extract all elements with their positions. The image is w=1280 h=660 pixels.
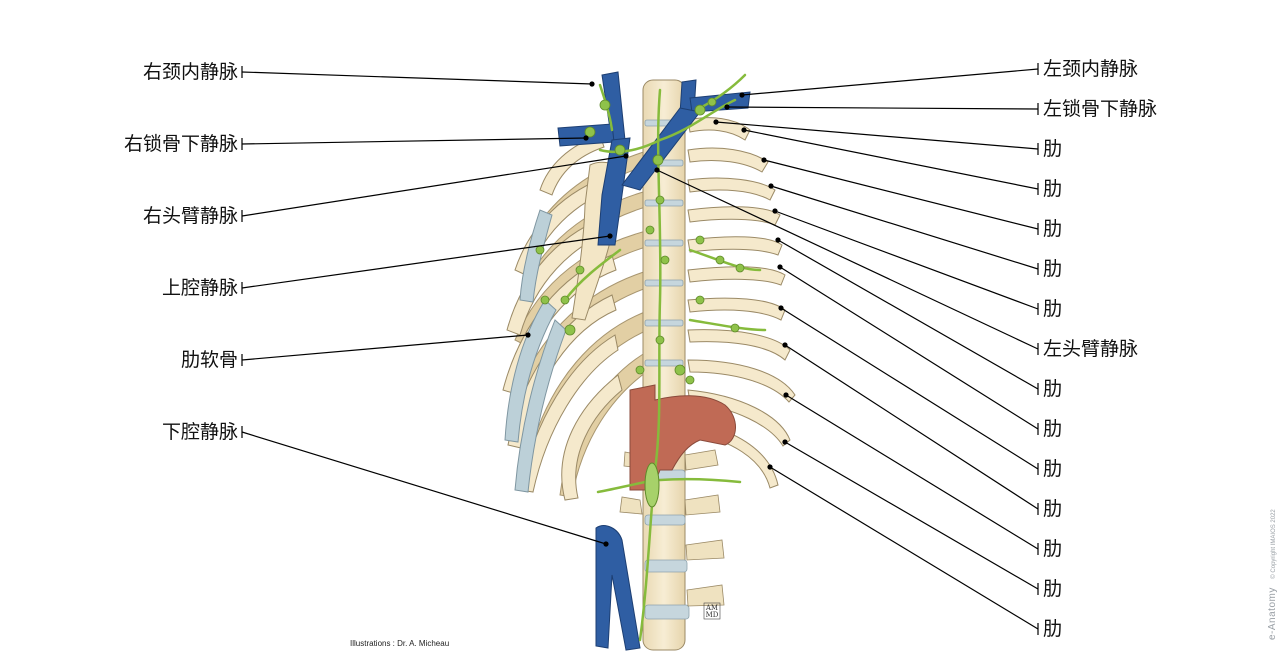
label-rib: 肋 [1043,138,1063,160]
label-right-brachiocephalic-vein: 右头臂静脉 [142,205,238,227]
costal-cartilage-left [504,209,567,493]
svg-text:MD: MD [706,611,719,619]
label-rib: 肋 [1043,618,1063,640]
brand-copyright: © Copyright IMAIOS 2022 [1271,509,1277,579]
label-right-subclavian-vein: 右锁骨下静脉 [123,133,238,155]
label-rib: 肋 [1043,378,1063,400]
label-rib: 肋 [1043,218,1063,240]
label-rib: 肋 [1043,498,1063,520]
label-rib: 肋 [1043,538,1063,560]
cisterna-chyli [644,462,660,508]
leader-lines-left [241,66,629,547]
label-left-internal-jugular-vein: 左颈内静脉 [1043,58,1139,80]
label-left-brachiocephalic-vein: 左头臂静脉 [1043,338,1139,360]
brand-watermark: e-Anatomy © Copyright IMAIOS 2022 [1262,509,1280,640]
illustration-credit: Illustrations : Dr. A. Micheau [350,639,450,648]
leader-lines-right [654,63,1039,635]
label-rib: 肋 [1043,578,1063,600]
brand-name: e-Anatomy [1267,587,1278,640]
label-rib: 肋 [1043,298,1063,320]
label-inferior-vena-cava: 下腔静脉 [161,421,238,443]
label-rib: 肋 [1043,178,1063,200]
label-rib: 肋 [1043,258,1063,280]
label-left-subclavian-vein: 左锁骨下静脉 [1043,98,1158,120]
lymph-nodes [535,97,745,385]
artist-monogram: AM MD [703,602,721,620]
label-costal-cartilage: 肋软骨 [180,349,238,371]
svg-text:AM: AM [705,604,718,612]
label-superior-vena-cava: 上腔静脉 [161,277,238,299]
veins [557,71,751,651]
label-right-internal-jugular-vein: 右颈内静脉 [142,61,238,83]
label-rib: 肋 [1043,458,1063,480]
label-rib: 肋 [1043,418,1063,440]
vertebral-column [619,79,725,651]
